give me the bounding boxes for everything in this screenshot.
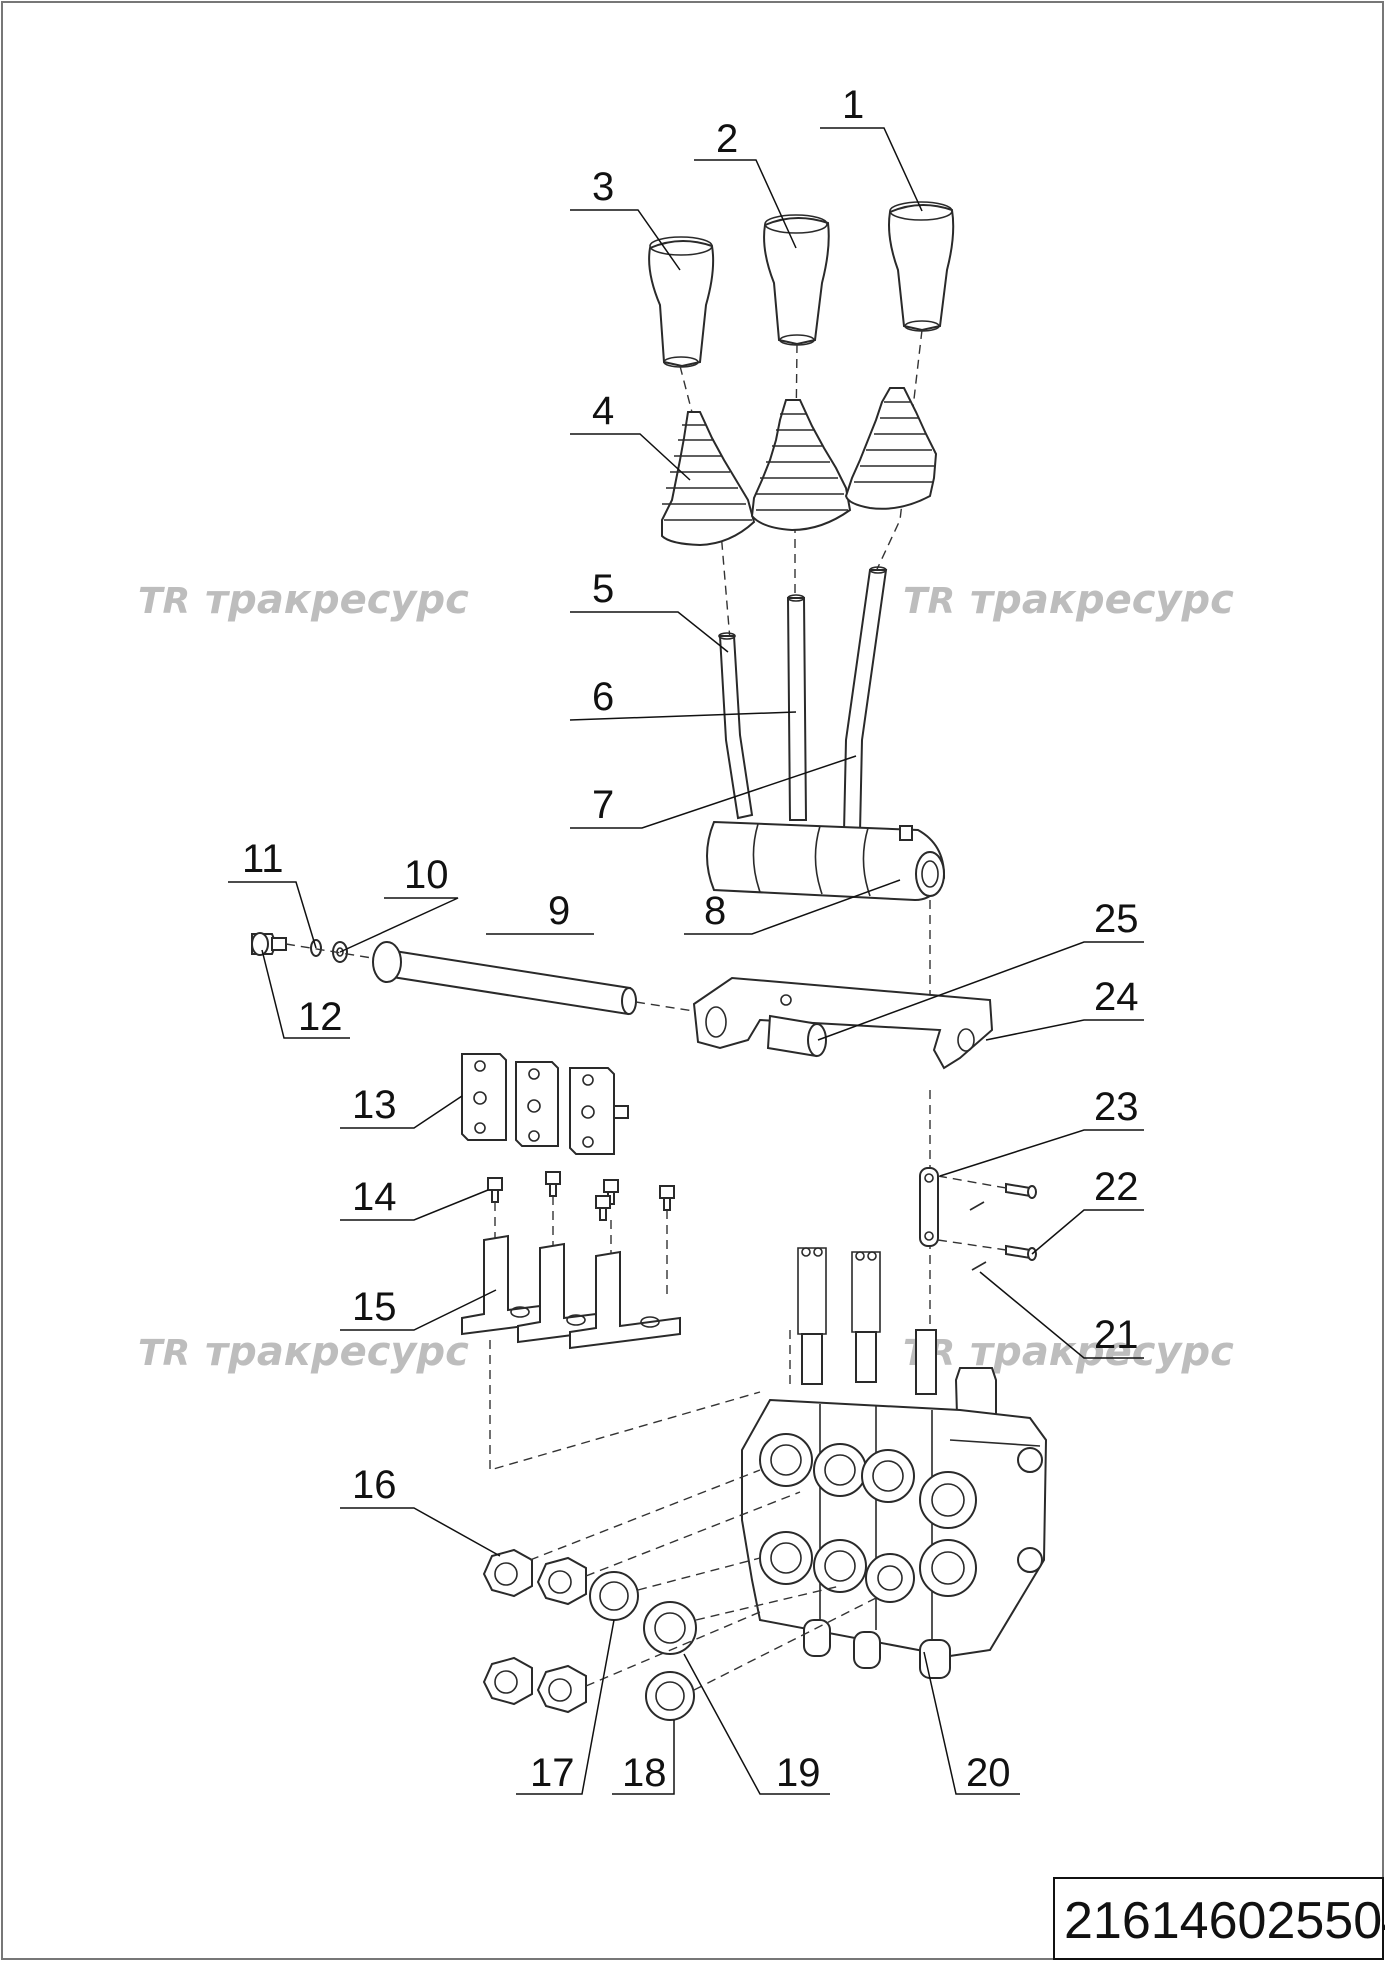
callout-14: 14 xyxy=(352,1175,397,1219)
callout-21: 21 xyxy=(1094,1313,1139,1357)
watermark-text: тракресурс xyxy=(970,577,1234,623)
watermark-top-right: TR тракресурс xyxy=(903,577,1234,623)
callout-15: 15 xyxy=(352,1285,397,1329)
assembly-axis-right xyxy=(871,329,923,581)
watermark-text: тракресурс xyxy=(205,577,469,623)
boot-part-4-left xyxy=(661,411,756,547)
callout-11: 11 xyxy=(242,837,284,881)
callout-19: 19 xyxy=(776,1751,821,1795)
cotter-pins-part-21 xyxy=(969,1201,987,1271)
knob-part-3 xyxy=(648,236,715,368)
leader-lines xyxy=(228,127,1144,1795)
screw-axes xyxy=(494,1196,668,1300)
callout-23: 23 xyxy=(1094,1085,1139,1129)
lever-part-5 xyxy=(718,632,754,820)
callout-13: 13 xyxy=(352,1083,397,1127)
lever-part-6 xyxy=(786,594,808,821)
fitting-part-19 xyxy=(643,1601,697,1655)
fitting-part-18 xyxy=(645,1671,695,1721)
drawing-code-box: 216146025504 xyxy=(1053,1877,1385,1960)
callout-8: 8 xyxy=(704,889,726,933)
plate-axis xyxy=(489,1330,791,1471)
knob-part-2 xyxy=(763,214,830,346)
callout-22: 22 xyxy=(1094,1165,1139,1209)
callout-25: 25 xyxy=(1094,897,1139,941)
fitting-axes xyxy=(529,1469,881,1691)
callout-4: 4 xyxy=(592,389,614,433)
watermark-logo: TR xyxy=(903,581,955,622)
bracket-part-24 xyxy=(692,976,994,1070)
callout-12: 12 xyxy=(298,995,343,1039)
pin-axes xyxy=(937,1175,1007,1251)
callout-6: 6 xyxy=(592,675,614,719)
knob-part-1 xyxy=(888,201,955,332)
link-part-23 xyxy=(919,1167,939,1247)
shaft-axis xyxy=(635,1001,701,1013)
sleeve-part-25 xyxy=(766,1014,827,1058)
callout-labels: 1 2 3 4 5 6 7 8 9 10 11 12 13 14 15 16 1… xyxy=(242,83,1139,1795)
watermark-bottom-left: TR тракресурс xyxy=(138,1329,469,1375)
assembly-axis-middle xyxy=(794,343,798,600)
clamp-part-13 xyxy=(461,1053,629,1155)
callout-2: 2 xyxy=(716,117,738,161)
bolt-part-12 xyxy=(251,932,287,956)
watermark-bottom-right: TR тракресурс xyxy=(903,1329,1234,1375)
callout-5: 5 xyxy=(592,567,614,611)
callout-17: 17 xyxy=(530,1751,575,1795)
watermark-logo: TR xyxy=(138,581,190,622)
shaft-part-9 xyxy=(372,941,637,1016)
hub-part-8 xyxy=(706,820,946,902)
watermark-text: тракресурс xyxy=(205,1329,469,1375)
fitting-part-17 xyxy=(589,1571,639,1621)
plates-part-15 xyxy=(461,1234,681,1350)
pins-part-22 xyxy=(1005,1182,1037,1261)
lever-part-7 xyxy=(842,566,888,833)
boot-part-4-middle xyxy=(750,399,852,532)
callout-20: 20 xyxy=(966,1751,1011,1795)
screws-part-14 xyxy=(487,1171,675,1221)
callout-10: 10 xyxy=(404,853,449,897)
callout-16: 16 xyxy=(352,1463,397,1507)
callout-1: 1 xyxy=(842,83,864,127)
drawing-code: 216146025504 xyxy=(1064,1892,1385,1950)
callout-7: 7 xyxy=(592,783,614,827)
bolt-axis xyxy=(285,943,373,959)
callout-3: 3 xyxy=(592,165,614,209)
valve-body-part-20 xyxy=(741,1247,1048,1679)
watermark-logo: TR xyxy=(138,1333,190,1374)
callout-9: 9 xyxy=(548,889,570,933)
callout-18: 18 xyxy=(622,1751,667,1795)
boot-part-4-right xyxy=(844,387,938,510)
watermark-top-left: TR тракресурс xyxy=(138,577,469,623)
watermark-text: тракресурс xyxy=(970,1329,1234,1375)
callout-24: 24 xyxy=(1094,975,1139,1019)
fittings-part-16 xyxy=(482,1548,587,1714)
